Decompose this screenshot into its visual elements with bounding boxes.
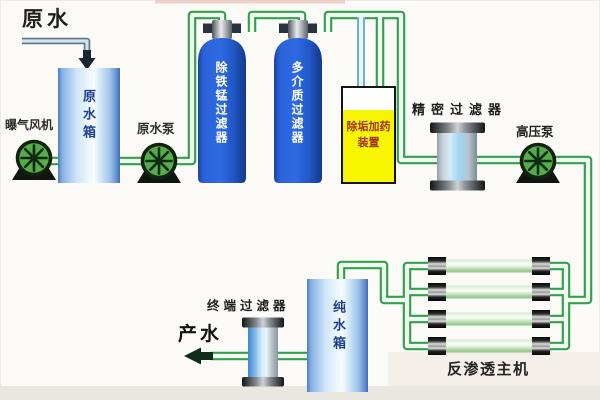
ro-main-unit-label: 反渗透主机 [447, 360, 530, 378]
high-pressure-pump-graphic [514, 142, 562, 185]
raw-water-pump-graphic [135, 142, 183, 185]
raw-water-label: 原水 [22, 7, 72, 31]
terminal-filter-label: 终端过滤器 [207, 298, 290, 313]
pure-water-tank-label: 纯水箱 [330, 300, 345, 354]
aeration-fan-graphic [10, 139, 58, 182]
dosing-device-label-line2: 装置 [357, 136, 380, 149]
inlet-arrow-stem [83, 50, 91, 59]
high-pressure-pump-label: 高压泵 [516, 124, 554, 139]
raw-water-tank-graphic [58, 68, 120, 183]
ro-membrane-tube [428, 310, 550, 328]
precision-filter-label: 精密过滤器 [412, 103, 508, 118]
multimedia-filter-graphic [274, 20, 322, 183]
raw-water-inlet-pipe [22, 37, 96, 70]
terminal-filter-graphic [242, 317, 284, 387]
ro-membrane-tube [428, 257, 550, 275]
inlet-down-arrow-icon [78, 58, 96, 70]
left-arrow-icon [184, 347, 201, 365]
product-water-label: 产水 [178, 323, 223, 345]
iron-manganese-filter-graphic [198, 20, 246, 183]
raw-water-pump-label: 原水泵 [137, 121, 175, 136]
iron-manganese-filter-label: 除铁锰过滤器 [214, 61, 228, 145]
dosing-device-label-line1: 除垢加药 [346, 120, 391, 133]
scan-artifact [155, 0, 345, 4]
multimedia-filter-label: 多介质过滤器 [290, 61, 304, 145]
raw-water-tank-label: 原水箱 [80, 89, 95, 143]
dosing-device-graphic [341, 86, 396, 184]
ro-membrane-tube [428, 283, 550, 301]
pure-water-tank-graphic [307, 279, 368, 392]
ro-membrane-tube [428, 337, 550, 355]
dosing-device-label: 除垢加药 装置 [342, 119, 395, 151]
precision-filter-graphic [430, 122, 485, 191]
product-water-arrow [184, 347, 213, 365]
ro-membrane-stack-graphic [428, 257, 550, 355]
aeration-fan-label: 曝气风机 [5, 118, 54, 132]
